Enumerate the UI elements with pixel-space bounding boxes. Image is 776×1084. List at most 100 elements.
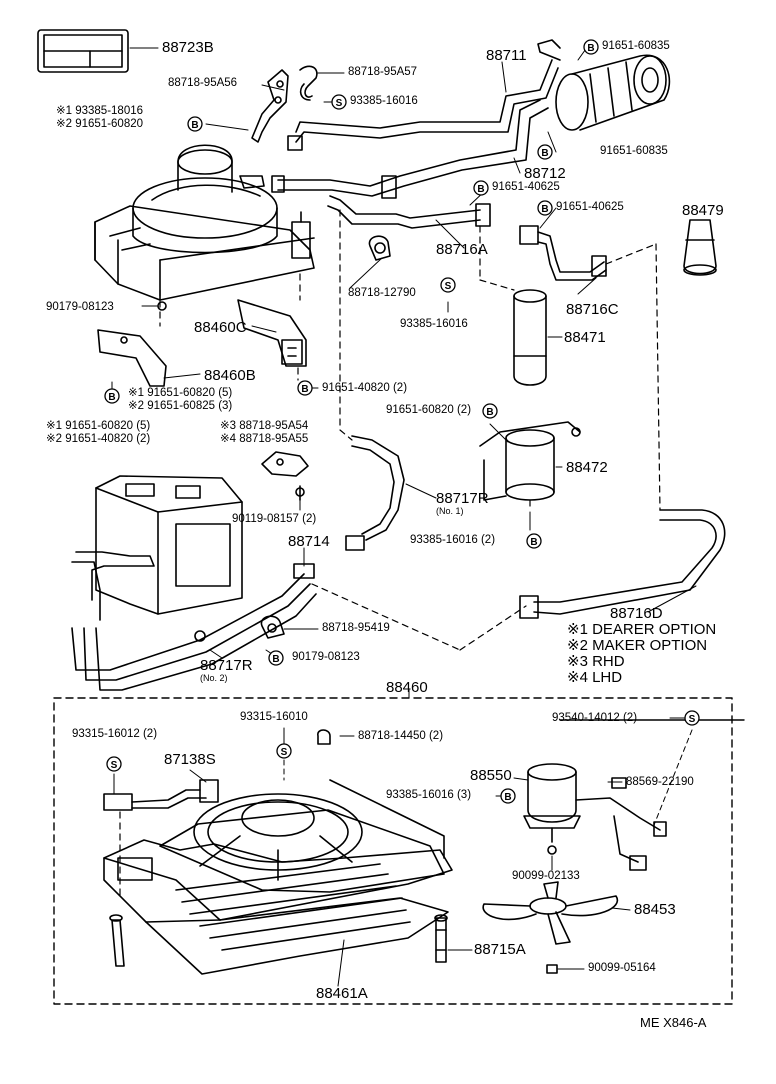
label-88717R-no2: 88717R xyxy=(200,657,253,674)
svg-text:S: S xyxy=(336,98,343,109)
bracket-88460C xyxy=(237,299,307,367)
marker-b-3: B xyxy=(537,144,553,160)
bracket-88460B xyxy=(97,329,167,387)
svg-text:S: S xyxy=(689,714,696,725)
marker-b-6: B xyxy=(297,380,313,396)
marker-b-7: B xyxy=(104,388,120,404)
hose-88717R-no1 xyxy=(345,435,405,551)
label-90099-05164: 90099-05164 xyxy=(588,962,656,974)
nut-90179-08123 xyxy=(157,301,167,311)
label-90119-08157-2: 90119-08157 (2) xyxy=(232,513,317,525)
clip-88718-14450 xyxy=(317,729,331,745)
label-star2-91651-60825-3: ※2 91651-60825 (3) xyxy=(128,400,233,412)
svg-text:B: B xyxy=(301,384,308,395)
svg-text:S: S xyxy=(281,747,288,758)
label-90099-02133: 90099-02133 xyxy=(512,870,580,882)
marker-b-2: B xyxy=(187,116,203,132)
label-88714: 88714 xyxy=(288,533,330,550)
label-plate-88723B xyxy=(37,29,129,73)
fan-blade-88453 xyxy=(482,881,619,945)
label-star3-88718-95A54: ※3 88718-95A54 xyxy=(220,420,309,432)
stud-88715A xyxy=(434,914,448,963)
svg-text:B: B xyxy=(541,148,548,159)
legend-lhd: ※4 LHD xyxy=(567,669,623,686)
label-93315-16012-2: 93315-16012 (2) xyxy=(72,728,158,740)
condenser-88461A xyxy=(103,839,453,975)
label-87138S: 87138S xyxy=(164,751,216,768)
marker-b-10: B xyxy=(268,650,284,666)
marker-s-4: S xyxy=(684,710,700,726)
bolt-left xyxy=(109,914,125,967)
label-88712: 88712 xyxy=(524,165,566,182)
bracket-88718-95A54 xyxy=(261,451,309,501)
svg-text:S: S xyxy=(111,760,118,771)
label-star4-88718-95A55: ※4 88718-95A55 xyxy=(220,433,309,445)
label-88460: 88460 xyxy=(386,679,428,696)
label-88716D: 88716D xyxy=(610,605,663,622)
label-88718-14450-2: 88718-14450 (2) xyxy=(358,730,444,742)
dashed-connections xyxy=(159,209,661,651)
bracket-88718-95A56 xyxy=(251,69,289,143)
evaporator xyxy=(71,475,243,621)
svg-text:B: B xyxy=(272,654,279,665)
label-91651-60820-2: 91651-60820 (2) xyxy=(386,404,472,416)
label-88718-95A56: 88718-95A56 xyxy=(168,77,238,89)
label-88460B: 88460B xyxy=(204,367,256,384)
blower-unit xyxy=(94,144,315,301)
marker-s-1: S xyxy=(331,94,347,110)
label-93385-16016-b: 93385-16016 xyxy=(400,318,468,330)
legend-maker-option: ※2 MAKER OPTION xyxy=(567,637,708,654)
hose-88712 xyxy=(271,99,549,199)
label-88723B: 88723B xyxy=(162,39,214,56)
label-88716A: 88716A xyxy=(436,241,488,258)
label-88460C: 88460C xyxy=(194,319,247,336)
legend-rhd: ※3 RHD xyxy=(567,653,625,670)
label-93540-14012-2: 93540-14012 (2) xyxy=(552,712,638,724)
hose-88711 xyxy=(287,59,559,151)
marker-b-4: B xyxy=(473,180,489,196)
label-91651-40625-b: 91651-40625 xyxy=(556,201,624,213)
svg-text:S: S xyxy=(445,281,452,292)
label-91651-60835-b: 91651-60835 xyxy=(600,145,668,157)
label-star1-93385-18016: ※1 93385-18016 xyxy=(56,105,144,117)
harness-87138S xyxy=(103,779,219,901)
label-star1-91651-60820-5: ※1 91651-60820 (5) xyxy=(128,387,233,399)
option-legend: ※1 DEARER OPTION ※2 MAKER OPTION ※3 RHD … xyxy=(567,622,716,686)
label-93385-16016-a: 93385-16016 xyxy=(350,95,418,107)
marker-b-5: B xyxy=(537,200,553,216)
label-88453: 88453 xyxy=(634,901,676,918)
nut-90099-05164 xyxy=(546,964,558,974)
label-88717R-no1: 88717R xyxy=(436,490,489,507)
fan-motor-88550 xyxy=(523,763,667,871)
label-star1-91651-60820-5-b: ※1 91651-60820 (5) xyxy=(46,420,151,432)
leader-lines xyxy=(111,45,697,987)
svg-text:B: B xyxy=(191,120,198,131)
label-90179-08123-b: 90179-08123 xyxy=(292,651,360,663)
legend-dearer-option: ※1 DEARER OPTION xyxy=(567,621,717,638)
label-88717R-no2-sub: (No. 2) xyxy=(200,673,228,683)
label-88718-95419: 88718-95419 xyxy=(322,622,390,634)
cap-88479 xyxy=(683,219,717,276)
condenser-assembly-box xyxy=(53,697,733,1005)
pipe-88716C xyxy=(519,225,607,281)
label-93385-16016-3: 93385-16016 (3) xyxy=(386,789,472,801)
label-88461A: 88461A xyxy=(316,985,368,1002)
marker-b-11: B xyxy=(500,788,516,804)
label-88715A: 88715A xyxy=(474,941,526,958)
label-88718-95A57: 88718-95A57 xyxy=(348,66,418,78)
svg-text:B: B xyxy=(530,537,537,548)
label-93315-16010: 93315-16010 xyxy=(240,711,308,723)
clamp-88718-95419 xyxy=(260,615,285,639)
label-88569-22190: 88569-22190 xyxy=(626,776,694,788)
marker-b-9: B xyxy=(526,533,542,549)
label-91651-60835-a: 91651-60835 xyxy=(602,40,670,52)
label-91651-40820-2: 91651-40820 (2) xyxy=(322,382,408,394)
hose-88716D xyxy=(519,509,726,619)
marker-b-1: B xyxy=(583,39,599,55)
receiver-88471 xyxy=(513,289,547,386)
svg-text:B: B xyxy=(587,43,594,54)
fan-shroud xyxy=(159,779,445,893)
pipe-88717R-no2 xyxy=(71,563,317,691)
label-88716C: 88716C xyxy=(566,301,619,318)
